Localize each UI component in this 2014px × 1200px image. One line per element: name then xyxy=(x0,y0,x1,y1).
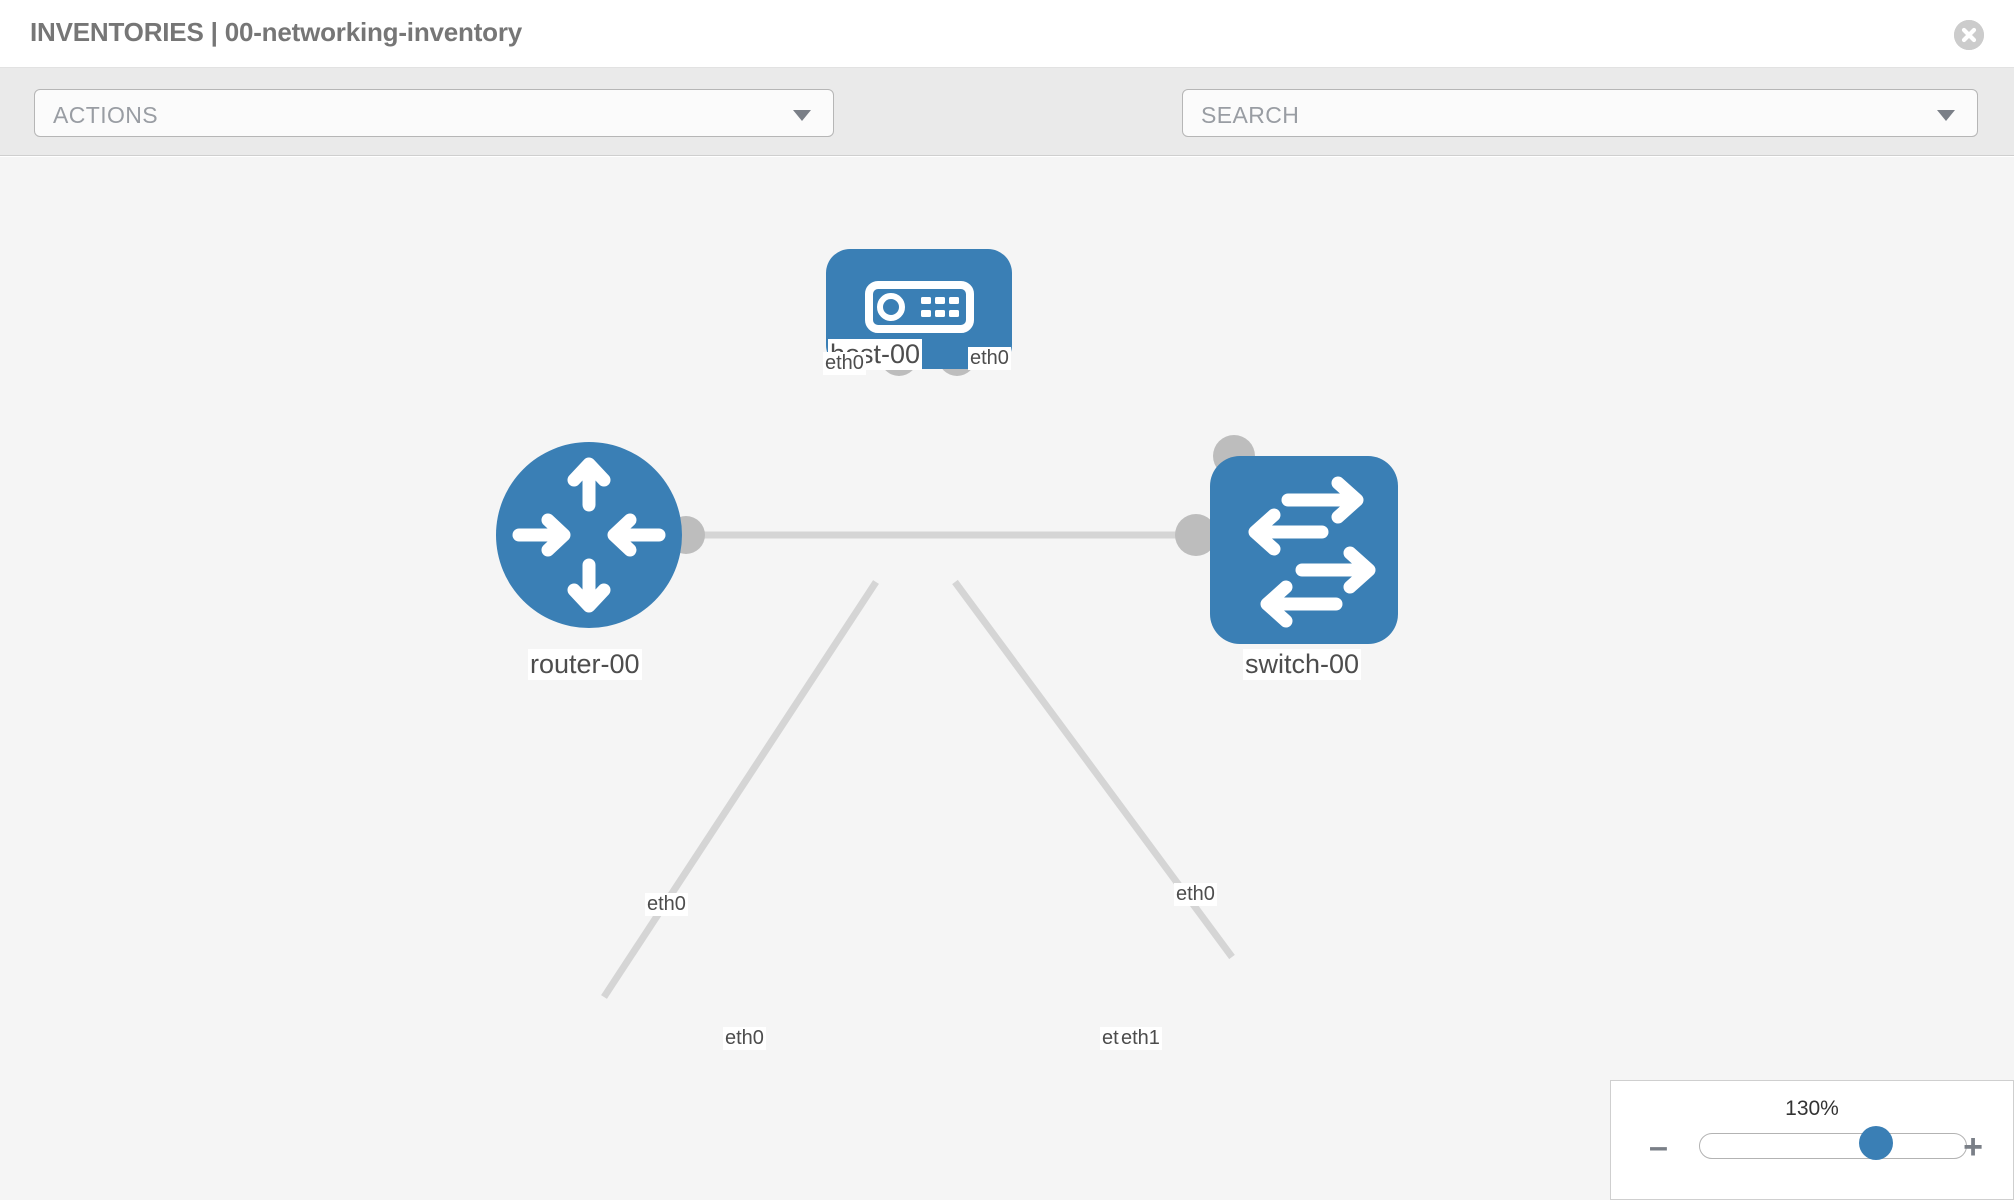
topology-links xyxy=(601,531,1235,999)
iface-label-router-eth0-right: eth0 xyxy=(723,1027,766,1050)
zoom-slider-thumb[interactable] xyxy=(1859,1126,1893,1160)
search-placeholder: SEARCH xyxy=(1201,102,1300,128)
zoom-out-button[interactable]: – xyxy=(1649,1128,1668,1166)
connector-switch-left xyxy=(1175,514,1217,556)
actions-dropdown[interactable]: ACTIONS xyxy=(34,89,834,137)
link-router-host xyxy=(601,580,879,999)
page-header: INVENTORIES | 00-networking-inventory xyxy=(0,0,2014,68)
node-label-switch-00: switch-00 xyxy=(1243,649,1362,681)
search-input[interactable]: SEARCH xyxy=(1182,89,1978,137)
zoom-level-value: 130% xyxy=(1785,1097,1839,1120)
zoom-panel: 130% – + xyxy=(1610,1080,2014,1200)
topology-graph xyxy=(496,249,1398,999)
iface-label-switch-eth0-up: eth0 xyxy=(1174,883,1217,906)
zoom-slider-track[interactable] xyxy=(1699,1133,1967,1159)
node-label-router-00: router-00 xyxy=(528,649,642,681)
topology-canvas[interactable]: host-00 router-00 switch-00 eth0 eth0 et… xyxy=(0,157,2014,1200)
topology-connectors xyxy=(667,338,1255,556)
iface-label-host-eth0-left: eth0 xyxy=(823,352,866,375)
node-switch-00 xyxy=(1210,456,1398,644)
iface-label-host-eth0-right: eth0 xyxy=(968,347,1011,370)
chevron-down-icon[interactable] xyxy=(1937,110,1955,121)
iface-label-switch-eth1: eth1 xyxy=(1119,1027,1162,1050)
close-icon[interactable] xyxy=(1954,20,1984,50)
page-title: INVENTORIES | 00-networking-inventory xyxy=(30,17,523,47)
zoom-in-button[interactable]: + xyxy=(1963,1128,1983,1166)
toolbar: ACTIONS SEARC xyxy=(0,68,2014,200)
actions-dropdown-label: ACTIONS xyxy=(53,102,159,128)
chevron-down-icon xyxy=(793,110,811,121)
node-router-00 xyxy=(496,442,682,628)
iface-label-router-eth0-up: eth0 xyxy=(645,893,688,916)
